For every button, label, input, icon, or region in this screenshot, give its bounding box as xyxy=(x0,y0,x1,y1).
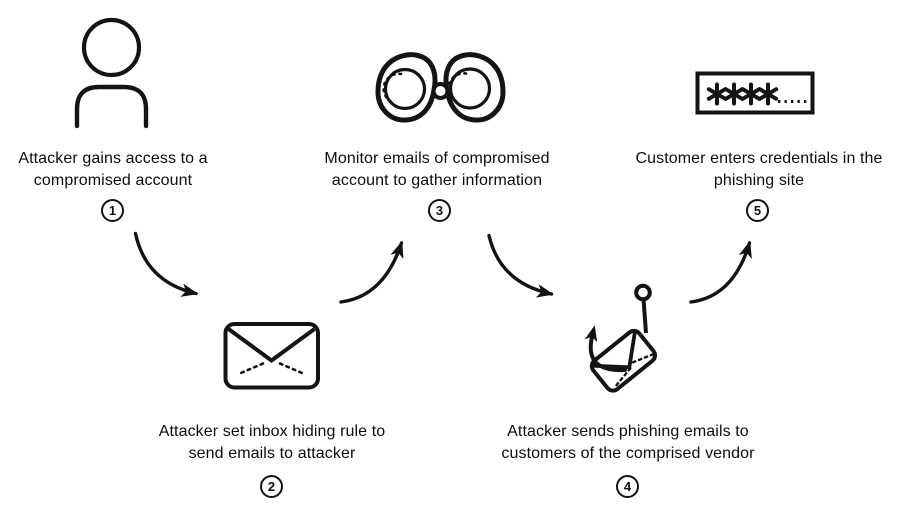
caption-line: Customer enters credentials in the xyxy=(635,150,883,167)
arrow-step3-to-step4 xyxy=(487,233,554,298)
step-4-number-badge: 4 xyxy=(616,475,639,498)
caption-line: Monitor emails of compromised xyxy=(324,150,550,167)
caption-line: compromised account xyxy=(33,171,193,189)
step-3-number-badge: 3 xyxy=(428,199,451,222)
send-swoosh-arrowhead xyxy=(584,325,598,343)
step-2-caption: Attacker set inbox hiding rule to send e… xyxy=(159,421,386,464)
caption-line: customers of the comprised vendor xyxy=(501,444,755,462)
password-field-icon xyxy=(695,71,815,115)
arrow-step1-to-step2 xyxy=(133,231,199,297)
caption-line: Attacker gains access to a xyxy=(18,150,208,167)
person-icon xyxy=(74,17,149,129)
envelope-icon xyxy=(223,322,320,390)
step-1-number-badge: 1 xyxy=(101,199,124,222)
arrow-step2-to-step3 xyxy=(339,240,404,304)
caption-line: Attacker sends phishing emails to xyxy=(507,423,749,440)
caption-line: account to gather information xyxy=(331,171,543,189)
send-swoosh xyxy=(588,335,627,373)
binoculars-icon xyxy=(375,52,506,123)
step-3-caption: Monitor emails of compromised account to… xyxy=(324,148,549,191)
caption-line: phishing site xyxy=(713,171,805,189)
phishing-email-hook-icon xyxy=(584,283,658,393)
caption-line: send emails to attacker xyxy=(188,444,356,462)
password-asterisks xyxy=(706,82,779,106)
step-4-caption: Attacker sends phishing emails to custom… xyxy=(501,421,754,464)
step-5-caption: Customer enters credentials in the phish… xyxy=(635,148,882,191)
caption-line: Attacker set inbox hiding rule to xyxy=(158,423,386,440)
step-1-caption: Attacker gains access to a compromised a… xyxy=(18,148,207,191)
step-2-number-badge: 2 xyxy=(260,475,283,498)
step-5-number-badge: 5 xyxy=(746,199,769,222)
arrow-step4-to-step5 xyxy=(689,240,752,304)
